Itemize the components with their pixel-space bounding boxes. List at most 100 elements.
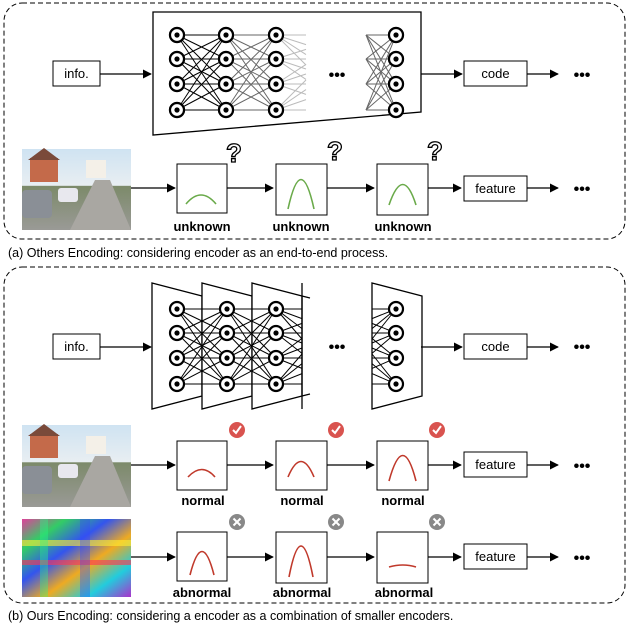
network-node	[217, 101, 235, 119]
info-label-b: info.	[64, 339, 89, 354]
feature-label-a: feature	[475, 181, 515, 196]
network-node	[168, 375, 186, 393]
network-edge	[176, 83, 227, 111]
panel-b-frame	[3, 266, 626, 604]
info-label-a: info.	[64, 66, 89, 81]
ellipsis-network-a: •••	[329, 67, 346, 84]
network-edge	[176, 34, 227, 85]
ellipsis-b-abnormal: •••	[574, 550, 591, 567]
curve-a3	[388, 183, 417, 206]
panel-a-frame	[3, 2, 626, 240]
unknown-label-2: unknown	[272, 219, 329, 234]
network-edge	[226, 308, 277, 385]
network-node	[168, 50, 186, 68]
encoder-block	[301, 295, 311, 397]
network-edge	[176, 34, 227, 60]
curve-n2	[287, 460, 315, 478]
ellipsis-a-code: •••	[574, 67, 591, 84]
network-node	[267, 375, 285, 393]
network-node	[387, 375, 405, 393]
code-box-b	[463, 333, 528, 360]
caption-a: (a) Others Encoding: considering encoder…	[8, 246, 388, 260]
network-node	[267, 75, 285, 93]
network-edge	[176, 332, 228, 359]
normal-label-1: normal	[181, 493, 224, 508]
curve-box-ab1	[176, 531, 228, 582]
network-edge	[226, 332, 277, 385]
street-photo-b-normal	[22, 424, 131, 507]
ellipsis-b-code: •••	[574, 339, 591, 356]
curve-n3	[388, 455, 417, 482]
cross-icon	[429, 514, 445, 530]
check-icon	[429, 422, 445, 438]
network-edge	[226, 308, 277, 334]
network-edge	[225, 58, 277, 111]
network-node	[217, 50, 235, 68]
check-icon	[229, 422, 245, 438]
question-mark-1: ?	[226, 138, 242, 168]
network-node	[267, 349, 285, 367]
network-edge	[226, 308, 277, 359]
network-edge	[176, 308, 228, 359]
network-node	[267, 101, 285, 119]
encoder-block	[371, 282, 423, 410]
abnormal-label-2: abnormal	[273, 585, 332, 600]
curve-box-a2	[275, 163, 328, 216]
curve-ab3	[388, 564, 417, 568]
network-node	[387, 75, 405, 93]
curve-box-ab3	[376, 531, 429, 584]
code-label-b: code	[481, 339, 509, 354]
curve-box-n3	[376, 440, 429, 491]
curve-n1	[187, 468, 216, 478]
curve-box-n1	[176, 440, 228, 491]
curve-box-a1	[176, 163, 228, 214]
network-edge	[176, 357, 228, 385]
network-node	[218, 375, 236, 393]
network-node	[168, 26, 186, 44]
network-node	[218, 324, 236, 342]
curve-a2	[287, 178, 315, 210]
ellipsis-b-network: •••	[329, 339, 346, 356]
network-node	[267, 26, 285, 44]
curve-box-ab2	[275, 531, 328, 584]
network-node	[387, 324, 405, 342]
network-edge	[225, 83, 277, 111]
network-edge	[225, 34, 277, 85]
network-edge	[226, 357, 277, 385]
network-edge	[226, 332, 277, 359]
neural-network-a: •••	[168, 26, 405, 119]
feature-label-b-abnormal: feature	[475, 549, 515, 564]
network-node	[168, 300, 186, 318]
network-edge	[176, 308, 228, 385]
curve-ab1	[189, 550, 215, 576]
ellipsis-a-feature: •••	[574, 181, 591, 198]
network-edge	[176, 332, 228, 385]
network-node	[218, 349, 236, 367]
caption-b: (b) Ours Encoding: considering a encoder…	[8, 609, 453, 623]
network-node	[387, 26, 405, 44]
network-edge	[176, 58, 227, 85]
cross-icon	[328, 514, 344, 530]
network-node	[168, 324, 186, 342]
unknown-label-1: unknown	[173, 219, 230, 234]
normal-label-2: normal	[280, 493, 323, 508]
unknown-label-3: unknown	[374, 219, 431, 234]
cross-icon	[229, 514, 245, 530]
curve-box-n2	[275, 440, 328, 491]
code-label-a: code	[481, 66, 509, 81]
network-node	[387, 300, 405, 318]
curve-ab2	[288, 545, 314, 578]
network-node	[267, 324, 285, 342]
noisy-photo	[22, 519, 131, 597]
network-edge	[225, 34, 277, 60]
network-edge	[176, 308, 228, 334]
normal-label-3: normal	[381, 493, 424, 508]
network-node	[168, 75, 186, 93]
network-node	[168, 349, 186, 367]
network-node	[217, 26, 235, 44]
network-edge	[176, 34, 227, 111]
network-edge	[365, 34, 397, 85]
network-node	[387, 50, 405, 68]
curve-box-a3	[376, 163, 429, 216]
